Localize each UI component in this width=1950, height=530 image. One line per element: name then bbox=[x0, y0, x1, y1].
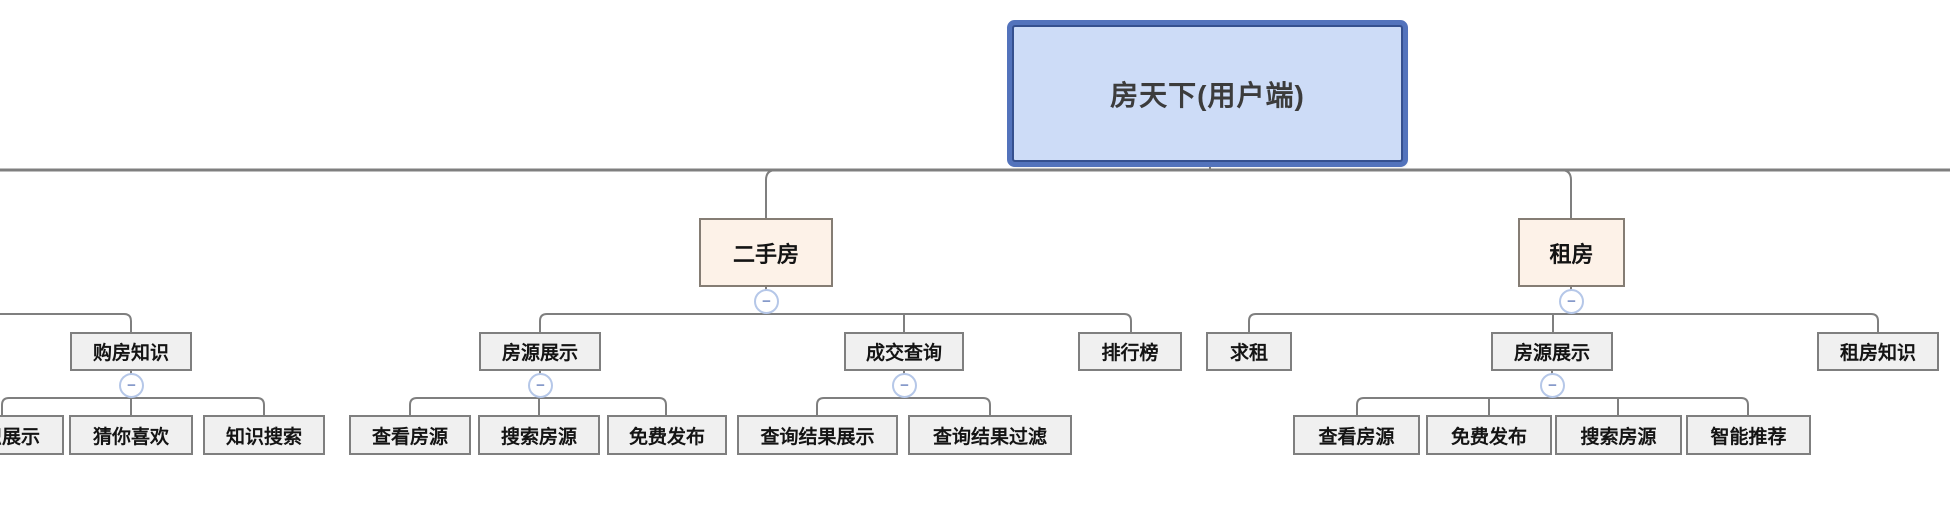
node-ranking[interactable]: 排行榜 bbox=[1078, 332, 1182, 371]
node-renting-knowledge[interactable]: 租房知识 bbox=[1817, 332, 1939, 371]
collapse-icon-renting[interactable]: − bbox=[1559, 289, 1584, 314]
collapse-icon-secondhand[interactable]: − bbox=[754, 289, 779, 314]
node-rent-seeking[interactable]: 求租 bbox=[1206, 332, 1292, 371]
leaf-smart-recommend[interactable]: 智能推荐 bbox=[1686, 415, 1811, 455]
collapse-icon-buying-knowledge[interactable]: − bbox=[119, 373, 144, 398]
leaf-view-listings-2[interactable]: 查看房源 bbox=[1293, 415, 1420, 455]
node-listing-display-1[interactable]: 房源展示 bbox=[479, 332, 601, 371]
collapse-icon-listing-display-2[interactable]: − bbox=[1540, 373, 1565, 398]
leaf-search-listings-1[interactable]: 搜索房源 bbox=[478, 415, 600, 455]
node-secondhand-house[interactable]: 二手房 bbox=[699, 218, 833, 287]
leaf-query-result-filter[interactable]: 查询结果过滤 bbox=[908, 415, 1072, 455]
node-deal-query[interactable]: 成交查询 bbox=[844, 332, 964, 371]
node-root[interactable]: 房天下(用户端) bbox=[1012, 25, 1403, 162]
leaf-guess-you-like[interactable]: 猜你喜欢 bbox=[69, 415, 193, 455]
leaf-free-publish-2[interactable]: 免费发布 bbox=[1426, 415, 1552, 455]
node-buying-knowledge[interactable]: 购房知识 bbox=[70, 332, 192, 371]
leaf-search-listings-2[interactable]: 搜索房源 bbox=[1555, 415, 1682, 455]
leaf-free-publish-1[interactable]: 免费发布 bbox=[607, 415, 727, 455]
node-listing-display-2[interactable]: 房源展示 bbox=[1491, 332, 1613, 371]
collapse-icon-listing-display-1[interactable]: − bbox=[528, 373, 553, 398]
leaf-query-result-display[interactable]: 查询结果展示 bbox=[737, 415, 898, 455]
node-renting[interactable]: 租房 bbox=[1518, 218, 1625, 287]
collapse-icon-deal-query[interactable]: − bbox=[892, 373, 917, 398]
leaf-view-listings-1[interactable]: 查看房源 bbox=[349, 415, 471, 455]
leaf-knowledge-search[interactable]: 知识搜索 bbox=[203, 415, 325, 455]
